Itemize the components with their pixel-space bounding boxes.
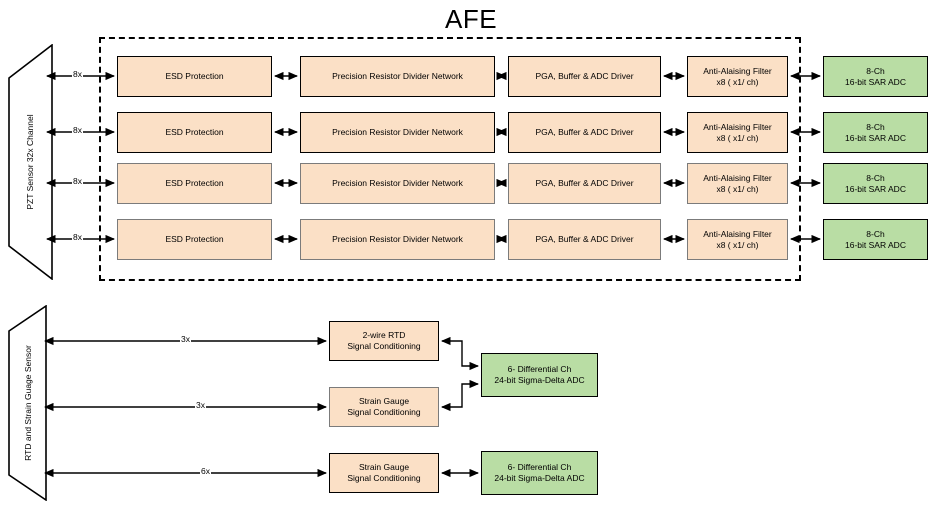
sensor-row-1-2-wire-rtd-signal-conditioning[interactable]: 2-wire RTD Signal Conditioning	[329, 321, 439, 361]
afe-row-2-anti-aliasing-filter[interactable]: Anti-Alaising Filter x8 ( x1/ ch)	[687, 112, 788, 153]
block-line: Precision Resistor Divider Network	[332, 234, 463, 245]
pzt-sensor-label: PZT Sensor 32x Channel	[25, 114, 35, 210]
block-line: ESD Protection	[165, 71, 224, 82]
block-line: 16-bit SAR ADC	[845, 76, 906, 87]
fanout-label-afe-row-4: 8x	[72, 232, 83, 242]
pzt-sensor-shape	[8, 44, 54, 280]
afe-row-4-pga-buffer-adc-driver[interactable]: PGA, Buffer & ADC Driver	[508, 219, 661, 260]
block-line: x8 ( x1/ ch)	[716, 183, 759, 194]
block-line: Signal Conditioning	[347, 341, 421, 351]
block-line: Anti-Alaising Filter	[703, 228, 772, 239]
block-line: Signal Conditioning	[347, 473, 421, 483]
block-line: 16-bit SAR ADC	[845, 132, 906, 143]
block-line: 8-Ch	[866, 228, 885, 239]
afe-row-3-sar-adc[interactable]: 8-Ch 16-bit SAR ADC	[823, 163, 928, 204]
afe-row-1-precision-resistor-divider-network[interactable]: Precision Resistor Divider Network	[300, 56, 495, 97]
block-line: 6- Differential Ch	[507, 462, 572, 473]
block-line: Strain Gauge	[358, 396, 410, 407]
block-line: 8-Ch	[866, 65, 885, 76]
afe-row-3-anti-aliasing-filter[interactable]: Anti-Alaising Filter x8 ( x1/ ch)	[687, 163, 788, 204]
afe-row-2-sar-adc[interactable]: 8-Ch 16-bit SAR ADC	[823, 112, 928, 153]
sigma-delta-adc-shared[interactable]: 6- Differential Ch 24-bit Sigma-Delta AD…	[481, 353, 598, 397]
fanout-label-afe-row-2: 8x	[72, 125, 83, 135]
afe-row-3-precision-resistor-divider-network[interactable]: Precision Resistor Divider Network	[300, 163, 495, 204]
block-line: Signal Conditioning	[347, 407, 421, 417]
block-line: PGA, Buffer & ADC Driver	[535, 71, 634, 82]
block-line: ESD Protection	[165, 178, 224, 189]
block-line: 16-bit SAR ADC	[845, 183, 906, 194]
block-line: x8 ( x1/ ch)	[716, 132, 759, 143]
afe-row-1-anti-aliasing-filter[interactable]: Anti-Alaising Filter x8 ( x1/ ch)	[687, 56, 788, 97]
afe-row-3-pga-buffer-adc-driver[interactable]: PGA, Buffer & ADC Driver	[508, 163, 661, 204]
afe-row-3-esd-protection[interactable]: ESD Protection	[117, 163, 272, 204]
afe-title: AFE	[445, 4, 498, 34]
block-line: Precision Resistor Divider Network	[332, 71, 463, 82]
block-line: PGA, Buffer & ADC Driver	[535, 127, 634, 138]
block-line: Anti-Alaising Filter	[703, 172, 772, 183]
block-line: 2-wire RTD	[362, 330, 406, 341]
block-line: Anti-Alaising Filter	[703, 121, 772, 132]
block-line: x8 ( x1/ ch)	[716, 76, 759, 87]
afe-row-4-sar-adc[interactable]: 8-Ch 16-bit SAR ADC	[823, 219, 928, 260]
block-line: 6- Differential Ch	[507, 364, 572, 375]
block-line: ESD Protection	[165, 234, 224, 245]
afe-boundary	[99, 37, 801, 281]
fanout-label-sensor-row-1: 3x	[180, 334, 191, 344]
afe-row-4-anti-aliasing-filter[interactable]: Anti-Alaising Filter x8 ( x1/ ch)	[687, 219, 788, 260]
rtd-strain-sensor-label: RTD and Strain Guage Sensor	[23, 345, 33, 461]
rtd-strain-sensor-shape	[8, 305, 48, 501]
block-line: 8-Ch	[866, 172, 885, 183]
sensor-row-2-strain-gauge-signal-conditioning[interactable]: Strain Gauge Signal Conditioning	[329, 387, 439, 427]
afe-row-4-precision-resistor-divider-network[interactable]: Precision Resistor Divider Network	[300, 219, 495, 260]
fanout-label-sensor-row-2: 3x	[195, 400, 206, 410]
block-line: 16-bit SAR ADC	[845, 239, 906, 250]
block-line: PGA, Buffer & ADC Driver	[535, 178, 634, 189]
afe-row-2-pga-buffer-adc-driver[interactable]: PGA, Buffer & ADC Driver	[508, 112, 661, 153]
sensor-row-3-strain-gauge-signal-conditioning[interactable]: Strain Gauge Signal Conditioning	[329, 453, 439, 493]
afe-row-1-sar-adc[interactable]: 8-Ch 16-bit SAR ADC	[823, 56, 928, 97]
afe-row-2-precision-resistor-divider-network[interactable]: Precision Resistor Divider Network	[300, 112, 495, 153]
afe-row-2-esd-protection[interactable]: ESD Protection	[117, 112, 272, 153]
block-line: 24-bit Sigma-Delta ADC	[494, 473, 585, 483]
fanout-label-afe-row-3: 8x	[72, 176, 83, 186]
block-line: ESD Protection	[165, 127, 224, 138]
fanout-label-afe-row-1: 8x	[72, 69, 83, 79]
afe-row-1-esd-protection[interactable]: ESD Protection	[117, 56, 272, 97]
block-line: x8 ( x1/ ch)	[716, 239, 759, 250]
block-line: 8-Ch	[866, 121, 885, 132]
block-line: Anti-Alaising Filter	[703, 65, 772, 76]
afe-row-1-pga-buffer-adc-driver[interactable]: PGA, Buffer & ADC Driver	[508, 56, 661, 97]
fanout-label-sensor-row-3: 6x	[200, 466, 211, 476]
block-line: PGA, Buffer & ADC Driver	[535, 234, 634, 245]
afe-row-4-esd-protection[interactable]: ESD Protection	[117, 219, 272, 260]
sigma-delta-adc-lower[interactable]: 6- Differential Ch 24-bit Sigma-Delta AD…	[481, 451, 598, 495]
block-line: Precision Resistor Divider Network	[332, 178, 463, 189]
block-line: Precision Resistor Divider Network	[332, 127, 463, 138]
block-line: Strain Gauge	[358, 462, 410, 473]
block-line: 24-bit Sigma-Delta ADC	[494, 375, 585, 385]
